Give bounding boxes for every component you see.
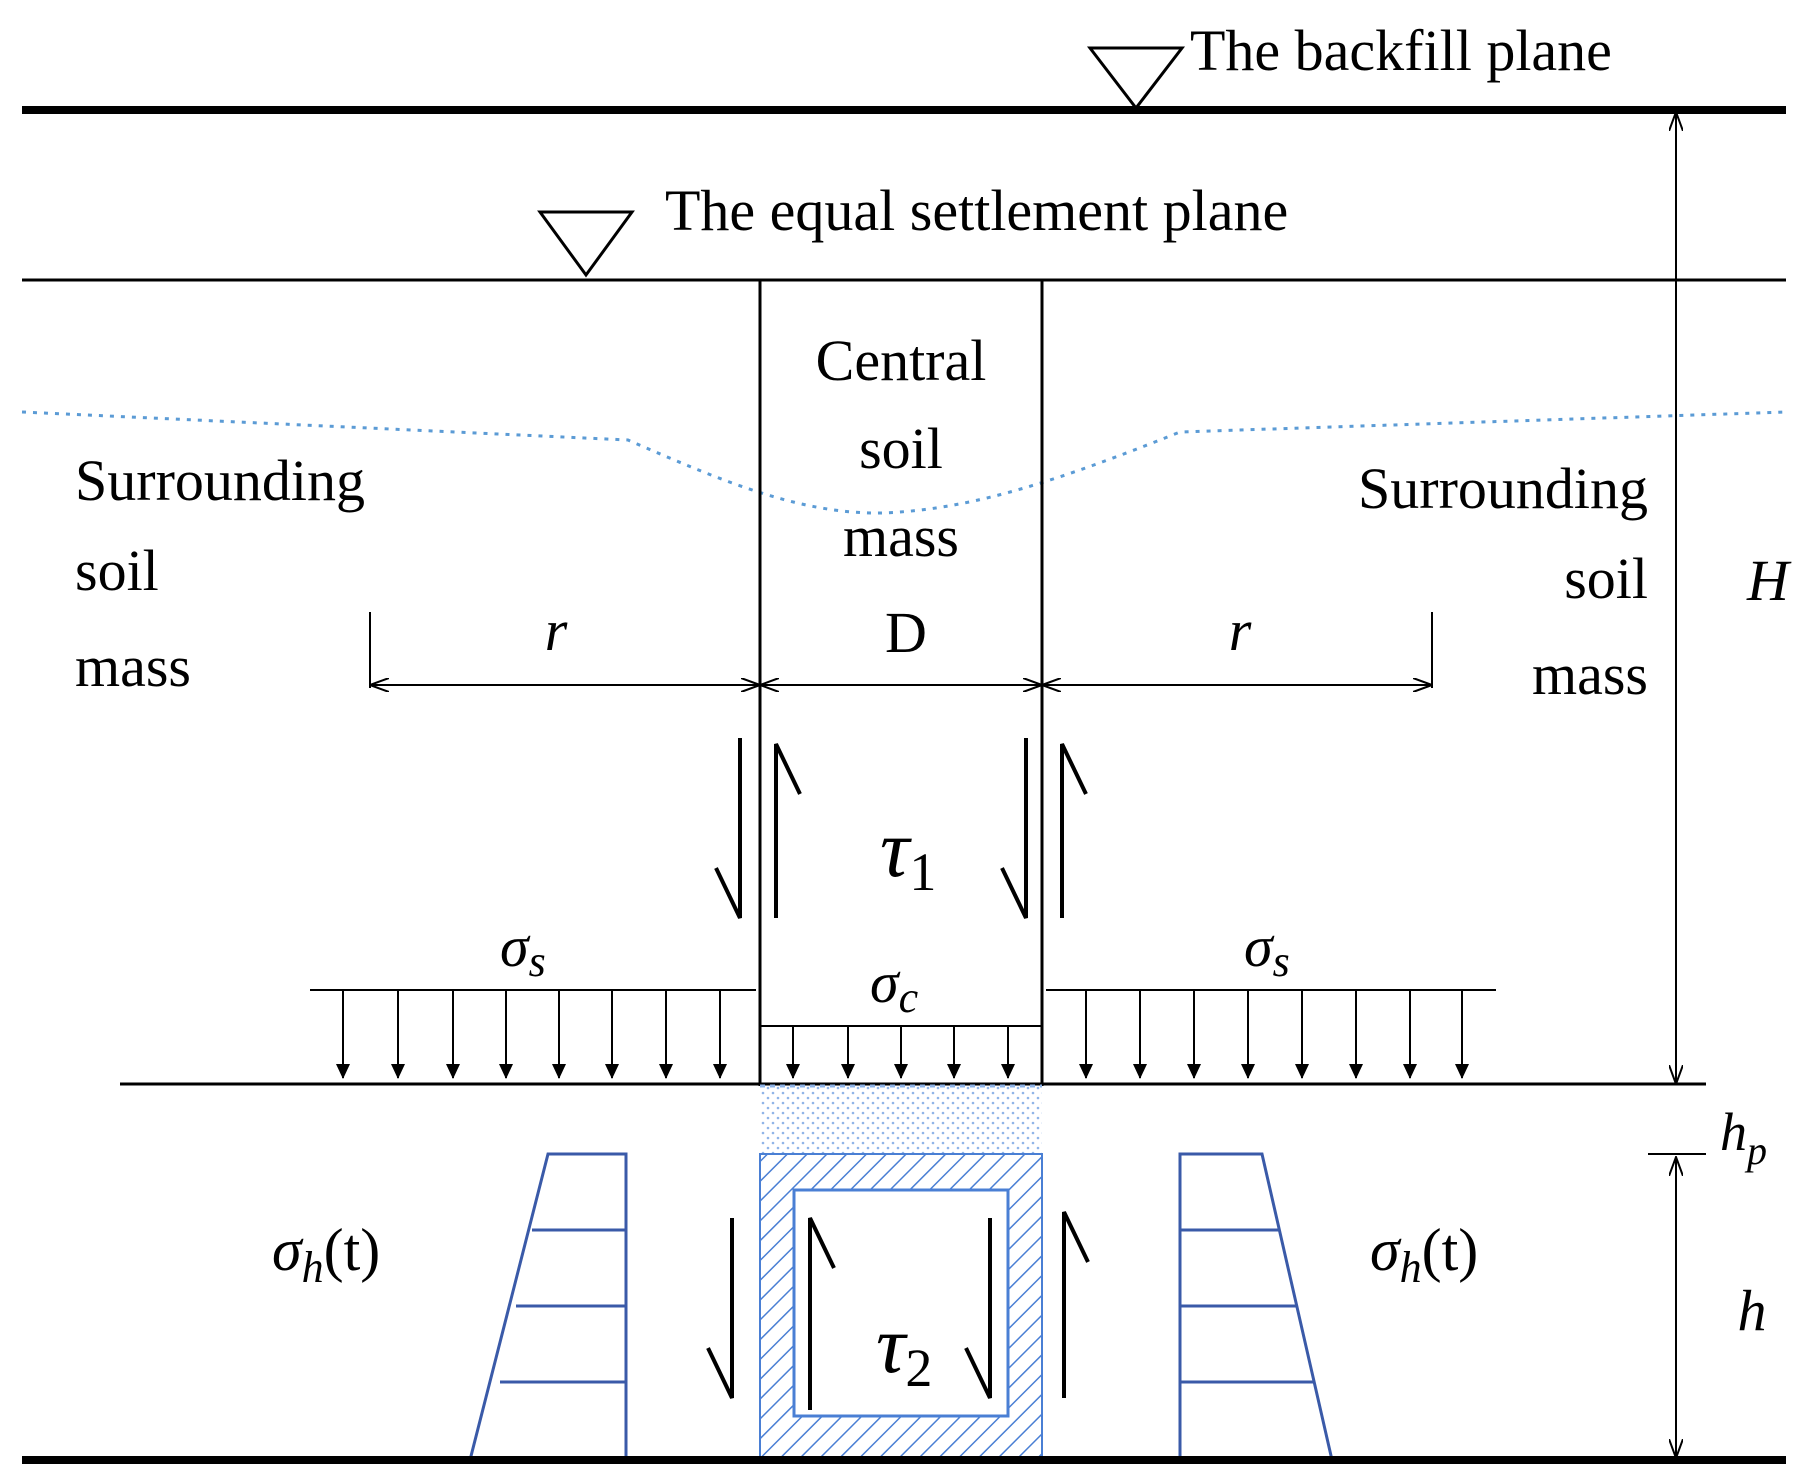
sigma-h-right-label: σh(t) [1370, 1217, 1478, 1292]
shear-arrow-icon [808, 1217, 836, 1410]
sigma-h-left-label: σh(t) [272, 1217, 380, 1292]
surrounding-left-line2: soil [75, 538, 159, 603]
sigma-s-left-label: σs [500, 914, 546, 986]
shear-arrow-icon [1000, 738, 1028, 919]
surrounding-left-line3: mass [75, 634, 191, 699]
shear-arrow-icon [964, 1218, 992, 1399]
sigma-s-left-arrows [336, 990, 727, 1079]
surrounding-right-line2: soil [1564, 546, 1648, 611]
r-left-label: r [545, 598, 568, 663]
shear-arrow-icon [706, 1218, 734, 1399]
sigma-c-arrows [786, 1026, 1015, 1079]
surrounding-left-line1: Surrounding [75, 448, 365, 513]
cover-soil-dotted [760, 1086, 1042, 1154]
shear-arrows-tau1 [714, 738, 1088, 919]
shear-arrows-tau2 [706, 1211, 1090, 1410]
equal-settlement-marker-icon [537, 210, 635, 278]
lateral-pressure-right [1178, 1152, 1334, 1462]
equal-settlement-plane-label: The equal settlement plane [665, 178, 1288, 243]
sigma-s-right-arrows [1079, 990, 1469, 1079]
h-total-label: H [1746, 548, 1792, 613]
central-label-line3: mass [843, 504, 959, 569]
d-label: D [885, 600, 927, 665]
shear-arrow-icon [1060, 743, 1088, 918]
tau1-symbol: τ1 [880, 803, 936, 902]
sigma-c-label: σc [870, 950, 919, 1022]
surrounding-right-line3: mass [1532, 642, 1648, 707]
central-label-line2: soil [859, 416, 943, 481]
backfill-marker-icon [1086, 46, 1186, 111]
tau2-symbol: τ2 [876, 1299, 932, 1398]
sigma-s-right-label: σs [1244, 914, 1290, 986]
hp-label: hp [1720, 1102, 1767, 1173]
lateral-pressure-left [468, 1152, 628, 1462]
central-label-line1: Central [816, 328, 987, 393]
shear-arrow-icon [714, 738, 742, 919]
h-pipe-label: h [1738, 1278, 1767, 1343]
surrounding-right-line1: Surrounding [1358, 456, 1648, 521]
settlement-curve [21, 410, 1787, 515]
pipe-interior [792, 1188, 1010, 1418]
r-right-label: r [1229, 598, 1252, 663]
shear-arrow-icon [1062, 1211, 1090, 1398]
shear-arrow-icon [774, 743, 802, 918]
backfill-plane-label: The backfill plane [1190, 18, 1612, 83]
